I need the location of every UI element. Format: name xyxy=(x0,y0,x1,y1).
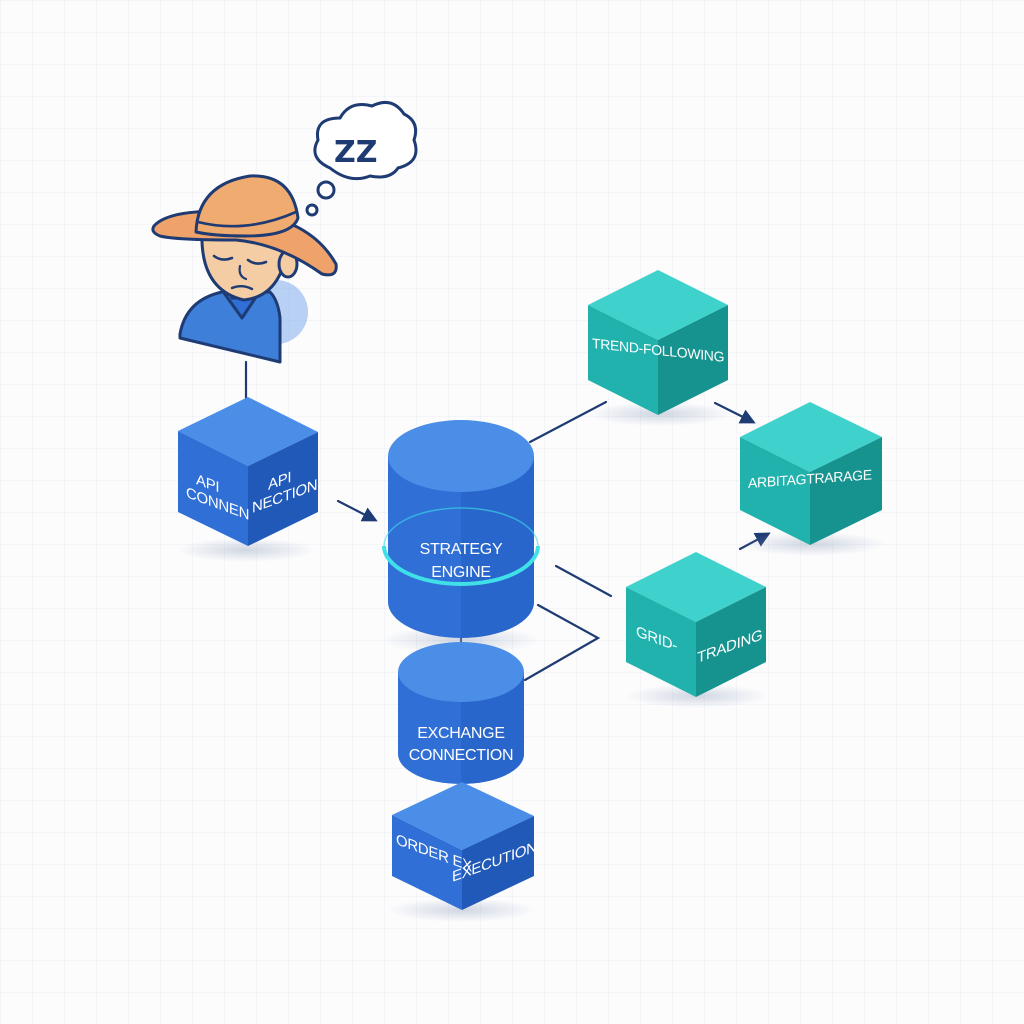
avatar-eye-left xyxy=(212,254,234,261)
hat-crown xyxy=(194,174,300,238)
engine-cylinder-top xyxy=(388,420,534,492)
exchange-label-line1: EXCHANGE xyxy=(417,725,504,742)
avatar-shirt xyxy=(178,290,282,364)
grid-trading-node: GRID- TRADING xyxy=(625,552,769,708)
arrow-api-to-engine xyxy=(336,499,378,522)
order-cube-side xyxy=(462,816,534,910)
sleeping-farmer-avatar xyxy=(151,174,338,364)
exchange-cylinder-top xyxy=(398,642,524,702)
api-cube-side xyxy=(248,432,318,546)
exchange-connection-node: EXCHANGE CONNECTION xyxy=(398,642,524,784)
trend-following-node: TREND-FOLLOWING xyxy=(588,270,732,426)
order-cube-top xyxy=(392,782,534,850)
exchange-label-line2: CONNECTION xyxy=(409,747,514,764)
line-engine-to-trend xyxy=(528,400,608,444)
arbitrage-cube-front xyxy=(740,437,810,545)
strategy-engine-node: STRATEGY ENGINE xyxy=(381,420,541,654)
thought-bubble: ZZ xyxy=(305,100,418,217)
api-cube-top xyxy=(178,397,318,466)
arrow-trend-to-arbitrage xyxy=(713,401,756,424)
line-engine-to-grid xyxy=(554,564,613,598)
trend-cube-front xyxy=(588,305,658,415)
engine-label-line1: STRATEGY xyxy=(420,541,503,558)
api-connection-node: API CONNEN API NECTION xyxy=(176,397,318,562)
avatar-eye-right xyxy=(246,258,268,265)
grid-cube-side xyxy=(696,587,766,697)
trend-cube-side xyxy=(658,305,728,415)
arbitrage-node: ARBITAGTRARAGE xyxy=(738,402,886,556)
order-execution-node: ORDER EX EXECUTION xyxy=(388,782,537,922)
arbitrage-cube-top xyxy=(740,402,882,472)
grid-cube-front xyxy=(626,587,696,697)
order-cube-front xyxy=(392,815,462,910)
api-cube-front xyxy=(178,431,248,546)
sleep-zz-text: ZZ xyxy=(334,135,378,170)
line-exchange-to-grid xyxy=(523,603,601,682)
thought-cloud xyxy=(313,100,418,181)
arbitrage-cube-side xyxy=(810,437,882,545)
engine-glow-ring xyxy=(382,545,540,586)
engine-label-line2: ENGINE xyxy=(431,564,491,581)
